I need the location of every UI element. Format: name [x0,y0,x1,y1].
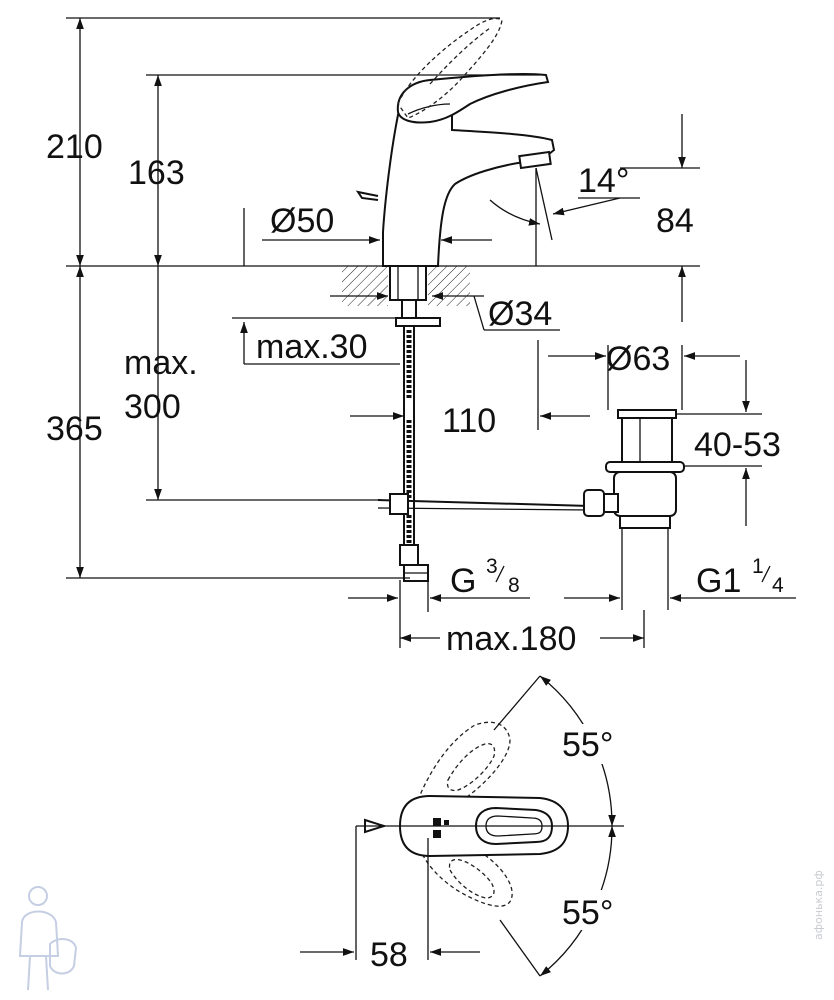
side-view: 210 163 Ø50 14° 84 Ø34 max.30 [46,17,796,658]
plumber-watermark-logo [18,886,78,991]
dim-supply-thread-den: 8 [508,574,520,597]
dim-drain-diameter: Ø63 [606,340,670,378]
dim-swing-angle-up: 55° [562,726,613,764]
dim-drain-thread: G1 [696,562,741,600]
dim-drain-range: 40-53 [694,426,781,464]
dim-max-depth-2: 300 [124,388,181,426]
top-view: 55° 55° 58 [300,675,636,977]
dim-drain-offset: 110 [442,402,496,440]
dim-max-depth-1: max. [124,344,198,382]
dim-below-height: 365 [46,410,103,448]
dim-pipe-diameter: Ø34 [488,295,552,333]
dim-spout-height: 163 [128,154,185,192]
mounting-shank [389,265,441,327]
dim-base-diameter: Ø50 [270,202,334,240]
flexible-hoses [399,326,429,582]
dim-drain-thread-num: 1 [752,555,764,578]
dim-supply-thread-num: 3 [486,555,498,578]
dim-drain-distance: max.180 [446,620,576,658]
dim-max-thickness: max.30 [256,328,368,366]
popup-rod [377,493,591,515]
dim-swing-angle-down: 55° [562,894,613,932]
faucet-body [355,17,556,267]
dim-total-height: 210 [46,128,103,166]
dim-drain-thread-den: 4 [772,574,784,597]
dim-supply-thread: G [450,562,476,600]
dim-handle-offset: 58 [370,936,408,974]
site-watermark-text: афонька.рф [812,870,825,940]
waste-valve [583,409,685,610]
dim-spout-reach: 84 [656,202,694,240]
